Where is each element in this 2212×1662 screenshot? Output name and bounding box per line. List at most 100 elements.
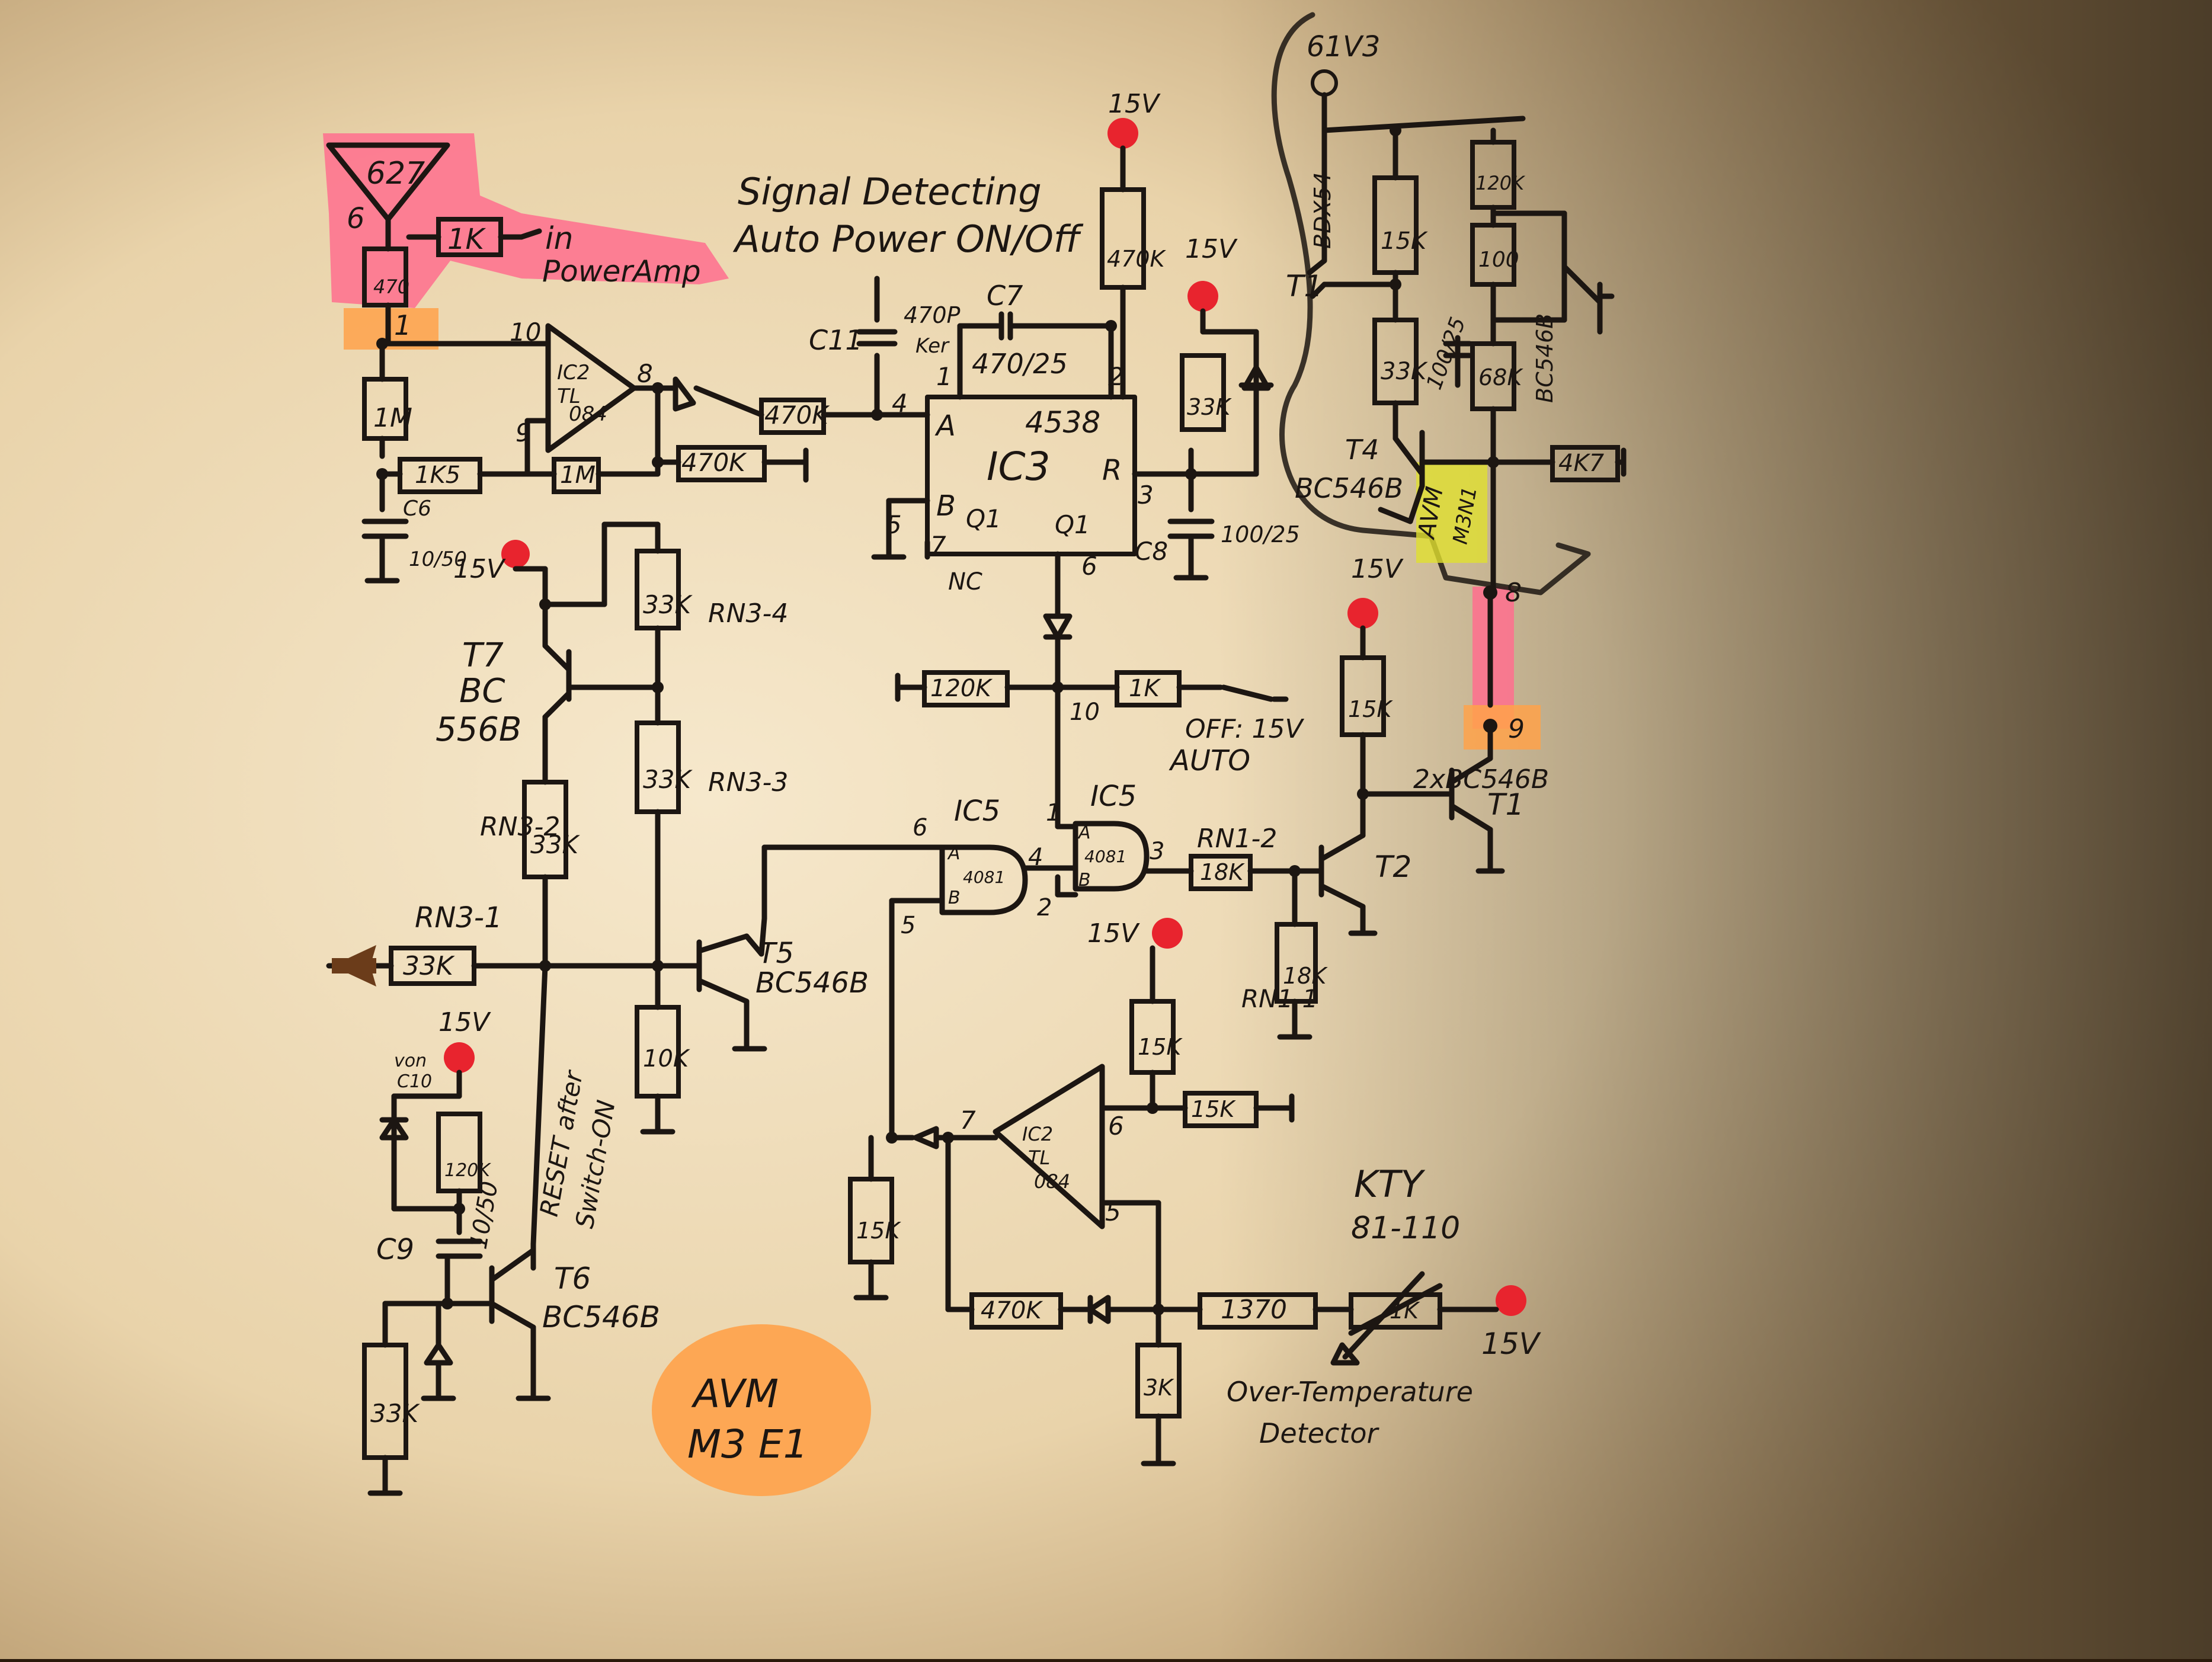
sensor-name: KTY xyxy=(1354,1163,1426,1206)
r470-label: 470 xyxy=(373,276,409,298)
supply-15v-3: 15V xyxy=(453,554,506,584)
ic2a-name1: IC2 xyxy=(557,361,590,385)
ic5b-part: 4081 xyxy=(1084,847,1126,866)
relay-t1-part: BDX54 xyxy=(1310,172,1336,249)
rn12-label: RN1-2 xyxy=(1197,824,1277,854)
relay-r-33k: 33K xyxy=(1381,358,1428,385)
ic3-pin3: 3 xyxy=(1138,481,1154,510)
ic2b-name3: 084 xyxy=(1034,1170,1070,1193)
ic2b-pin5: 5 xyxy=(1105,1197,1121,1227)
ic2a-name3: 084 xyxy=(569,402,607,426)
caption-over-temp: Over-Temperature xyxy=(1227,1376,1473,1408)
supply-61v3: 61V3 xyxy=(1307,30,1380,63)
c6-label: C6 xyxy=(403,497,431,521)
node1-label: 1 xyxy=(394,309,411,341)
ic3-pin-q1n: Q1 xyxy=(966,504,1001,533)
ic3-pin4: 4 xyxy=(892,389,908,418)
rn34-label: RN3-4 xyxy=(708,598,788,629)
ic2b-pin6: 6 xyxy=(1108,1112,1124,1141)
ic5-pin3: 3 xyxy=(1150,838,1164,865)
rn31-label: RN3-1 xyxy=(415,901,502,934)
r-18k-a: 18K xyxy=(1200,859,1245,885)
from-note-1: von xyxy=(394,1051,427,1071)
c8-label: C8 xyxy=(1135,537,1168,566)
node10-label: 10 xyxy=(1070,699,1100,726)
orange-highlight-node9 xyxy=(1464,705,1541,750)
r-15k-t1: 15K xyxy=(1348,696,1393,722)
supply-15v-6: 15V xyxy=(438,1007,491,1037)
c11-value-2: Ker xyxy=(915,334,950,358)
r-33k-input: 33K xyxy=(403,951,455,981)
pin6-label: 6 xyxy=(347,202,365,235)
ic3-pin-b: B xyxy=(936,489,956,523)
relay-r-4k7: 4K7 xyxy=(1558,450,1605,477)
supply-15v-7: 15V xyxy=(1481,1327,1542,1361)
r-1k5: 1K5 xyxy=(415,462,460,489)
caption-detector: Detector xyxy=(1259,1417,1380,1449)
ic5b-label: IC5 xyxy=(1090,780,1137,813)
r-33k-ic3: 33K xyxy=(1187,394,1232,420)
r-1k-switch: 1K xyxy=(1129,675,1161,702)
ic3-pin-r: R xyxy=(1102,454,1122,487)
r-1m-left: 1M xyxy=(373,403,412,433)
r-33k-reset: 33K xyxy=(370,1399,420,1428)
rn32-label: RN3-2 xyxy=(480,812,560,842)
badge-line2: M3 E1 xyxy=(687,1421,808,1467)
ic2a-pin9: 9 xyxy=(516,418,532,447)
ic2a-name2: TL xyxy=(557,385,581,408)
ic3-pin-q1: Q1 xyxy=(1055,510,1090,539)
t6-name1: T6 xyxy=(554,1261,591,1296)
supply-15v-5: 15V xyxy=(1087,918,1140,949)
ic3-pin5: 5 xyxy=(886,510,902,539)
ic2b-name2: TL xyxy=(1028,1147,1050,1169)
opamp-627-label: 627 xyxy=(366,156,425,191)
t6-name2: BC546B xyxy=(542,1300,660,1334)
r-3k: 3K xyxy=(1144,1375,1174,1401)
badge-line1: AVM xyxy=(691,1371,779,1417)
resistor-bodies xyxy=(362,140,1620,1460)
supply-symbols xyxy=(444,69,1526,1316)
ic3-nc: NC xyxy=(948,568,982,595)
r-470k-gnd: 470K xyxy=(681,448,747,477)
yellow-highlight-avm xyxy=(1416,462,1487,563)
orange-badge xyxy=(652,1324,871,1496)
out-note-1: in xyxy=(545,221,573,257)
ic5a-pin-a: A xyxy=(947,843,961,864)
t5-name1: T5 xyxy=(758,937,794,970)
ic5b-pin-b: B xyxy=(1078,870,1091,891)
relay-r-100: 100 xyxy=(1478,248,1519,272)
sensor-resistance: 1K xyxy=(1390,1298,1420,1324)
t1-name: T1 xyxy=(1487,787,1524,822)
t7-name1: T7 xyxy=(462,636,504,675)
r-470k-ic2b: 470K xyxy=(981,1297,1043,1324)
ic2b-name1: IC2 xyxy=(1022,1123,1053,1145)
out-note-2: PowerAmp xyxy=(542,254,701,289)
relay-r-120k: 120K xyxy=(1475,172,1526,194)
from-note-2: C10 xyxy=(397,1071,432,1092)
node9-label: 9 xyxy=(1508,714,1525,744)
title-line2: Auto Power ON/Off xyxy=(732,217,1084,261)
c11-value-1: 470P xyxy=(904,302,961,328)
c7-label: C7 xyxy=(987,280,1023,312)
r-15k-ic2b-top: 15K xyxy=(1138,1034,1183,1060)
ic5-pin4: 4 xyxy=(1028,844,1043,871)
relay-t4-part: BC546B xyxy=(1295,472,1403,504)
wiring xyxy=(326,92,1627,1496)
r-10k-t5: 10K xyxy=(643,1045,690,1072)
t2-name: T2 xyxy=(1375,850,1411,884)
relay-r-15k: 15K xyxy=(1381,228,1428,255)
r-120k-switch: 120K xyxy=(930,675,993,702)
ic3-pin7: 7 xyxy=(930,531,946,560)
switch-off-label: OFF: 15V xyxy=(1185,714,1304,744)
relay-t1-name: T1 xyxy=(1286,269,1323,303)
ic3-pin2: 2 xyxy=(1108,362,1124,391)
sensor-type: 81-110 xyxy=(1351,1211,1460,1246)
ic3-part: 4538 xyxy=(1025,405,1100,440)
c8-value: 100/25 xyxy=(1221,521,1300,547)
ic5-pin2: 2 xyxy=(1037,894,1052,921)
ic5a-label: IC5 xyxy=(954,795,1000,828)
c9-label: C9 xyxy=(376,1233,414,1266)
t7-name3: 556B xyxy=(436,710,521,749)
ic5a-part: 4081 xyxy=(963,867,1005,887)
